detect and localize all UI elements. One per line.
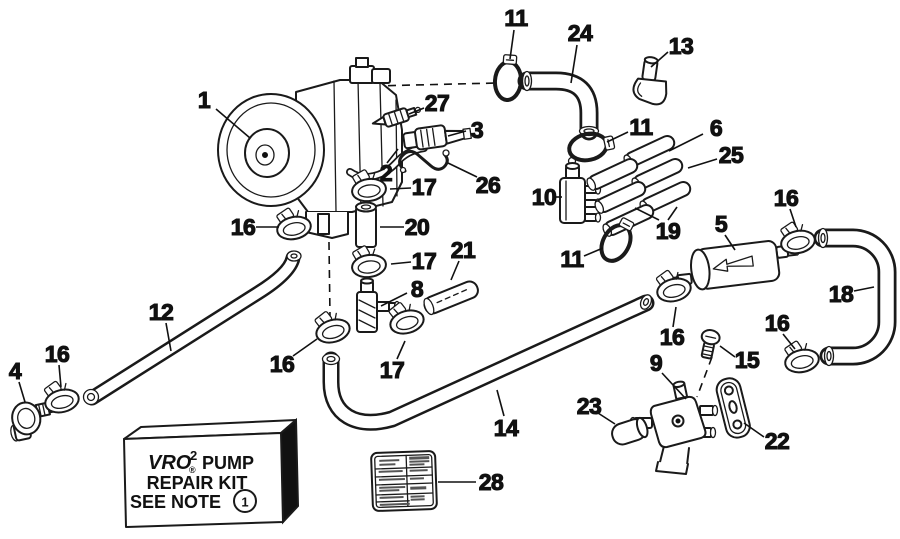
part-26-spring-clip: [398, 149, 450, 174]
kit-brand-text: VRO: [148, 452, 192, 474]
leader-line-19: [634, 207, 660, 221]
callout-8: 8: [411, 276, 424, 302]
leader-line-8: [380, 292, 408, 307]
kit-line2: REPAIR KIT: [147, 473, 248, 493]
part-18-u-hose: [813, 227, 897, 367]
leader-line-17: [390, 261, 412, 265]
leader-line-4: [18, 381, 26, 403]
dashed-line-4: [696, 356, 713, 398]
callout-27: 27: [425, 90, 450, 116]
leader-line-5: [724, 234, 736, 251]
leader-line-15: [719, 345, 736, 358]
leader-line-6: [668, 133, 704, 152]
callout-13: 13: [669, 33, 694, 59]
callout-10: 10: [532, 184, 557, 210]
part-13-fitting: [632, 56, 668, 106]
repair-kit-box: VRO 2 ® PUMP REPAIR KIT SEE NOTE 1: [123, 417, 300, 528]
part-28-sticker: [370, 450, 438, 512]
leader-lines: [18, 29, 875, 483]
note-circle: [233, 489, 257, 513]
callout-1: 1: [198, 87, 211, 113]
leader-line-9: [661, 372, 687, 400]
registered-mark: ®: [189, 465, 196, 475]
part-15-screw: [700, 329, 721, 360]
callout-21: 21: [451, 237, 476, 263]
leader-line-24: [570, 44, 578, 84]
kit-superscript: 2: [190, 448, 197, 463]
callout-5: 5: [715, 211, 728, 237]
callout-16: 16: [660, 324, 685, 350]
callout-23: 23: [577, 393, 602, 419]
callout-9: 9: [650, 350, 662, 376]
leader-line-23: [597, 412, 616, 425]
leader-line-16: [292, 338, 318, 357]
callout-20: 20: [405, 214, 430, 240]
callout-2: 2: [380, 160, 392, 186]
kit-line3: SEE NOTE: [130, 492, 221, 512]
callout-15: 15: [735, 347, 760, 373]
leader-line-19: [667, 206, 678, 221]
part-20-tube: [355, 201, 377, 248]
callout-6: 6: [710, 115, 722, 141]
callout-19: 19: [656, 218, 681, 244]
part-9-valve-manifold: [629, 380, 719, 475]
leader-line-16: [782, 333, 796, 350]
leader-line-12: [165, 322, 172, 352]
part-22-gasket: [715, 377, 751, 439]
leader-line-17: [389, 187, 412, 190]
callout-11: 11: [560, 246, 584, 272]
callout-17: 17: [412, 248, 437, 274]
leader-line-2: [386, 148, 399, 164]
leader-line-22: [743, 422, 765, 438]
part-3-fitting: [402, 124, 472, 151]
callout-11: 11: [629, 114, 653, 140]
kit-word-pump: PUMP: [202, 453, 254, 473]
callout-16: 16: [765, 310, 790, 336]
leader-line-17: [396, 340, 406, 360]
callout-22: 22: [765, 428, 790, 454]
callout-16: 16: [45, 341, 70, 367]
part-12-hose: [82, 250, 302, 406]
leader-line-18: [853, 286, 875, 292]
leader-line-3: [447, 130, 467, 137]
callout-11: 11: [504, 5, 528, 31]
leader-line-13: [650, 51, 669, 68]
callout-26: 26: [476, 172, 501, 198]
leader-line-11: [606, 131, 629, 143]
leader-line-16: [58, 364, 62, 388]
leader-line-21: [450, 260, 460, 281]
leader-line-11: [583, 247, 604, 257]
leader-line-26: [447, 162, 478, 178]
callout-16: 16: [270, 351, 295, 377]
leader-line-25: [687, 158, 718, 169]
leader-line-16: [789, 208, 797, 228]
callout-18: 18: [829, 281, 854, 307]
callout-4: 4: [9, 358, 22, 384]
callout-28: 28: [479, 469, 504, 495]
leader-line-11: [509, 29, 515, 60]
part-24-elbow-hose: [517, 70, 600, 141]
callout-24: 24: [568, 20, 593, 46]
callout-16: 16: [231, 214, 256, 240]
callout-17: 17: [412, 174, 437, 200]
callout-3: 3: [471, 117, 483, 143]
part-14-hose: [321, 294, 655, 431]
callout-25: 25: [719, 142, 744, 168]
leader-line-16: [672, 306, 677, 328]
leader-line-1: [215, 108, 251, 139]
part-21-sleeve: [423, 280, 479, 316]
leader-line-27: [408, 107, 425, 115]
leader-line-14: [496, 389, 505, 417]
callout-12: 12: [149, 299, 174, 325]
callout-16: 16: [774, 185, 799, 211]
dashed-line-3: [327, 171, 331, 317]
note-number: 1: [241, 495, 248, 510]
callout-17: 17: [380, 357, 405, 383]
part-23-plug: [611, 416, 649, 446]
callout-14: 14: [494, 415, 519, 441]
